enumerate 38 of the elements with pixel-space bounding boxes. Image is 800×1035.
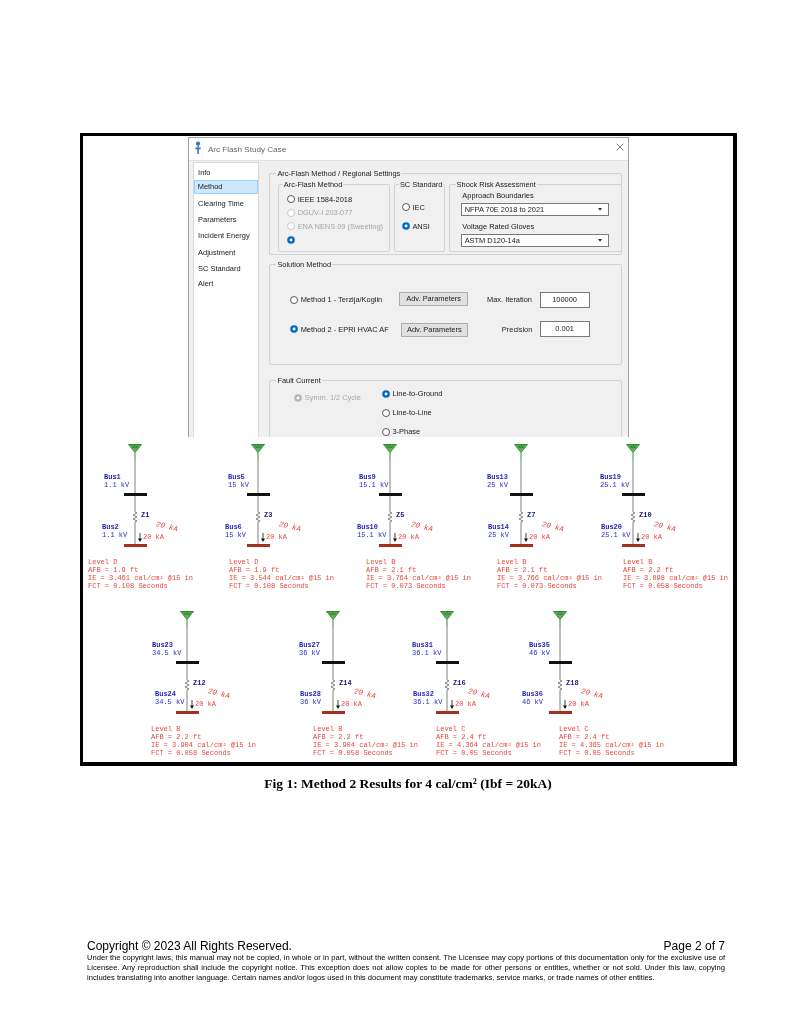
impedance-line: [132, 495, 138, 545]
feeder-line: [389, 459, 391, 494]
impedance-line: [330, 663, 336, 712]
window-title: Arc Flash Study Case: [207, 144, 287, 155]
impedance-line: [557, 663, 563, 712]
power-grid-icon: [128, 444, 142, 460]
feeder-line: [332, 626, 334, 662]
impedance-line: [387, 495, 393, 545]
dialog-window: [188, 137, 630, 437]
group-box: [393, 183, 446, 253]
feeder-line: [520, 459, 522, 494]
feeder-line: [186, 626, 188, 662]
impedance-line: [255, 495, 261, 545]
power-grid-icon: [553, 611, 567, 627]
group-box: [268, 263, 623, 365]
page-number: Page 2 of 7: [662, 939, 725, 953]
power-grid-icon: [251, 444, 265, 460]
group-box: [449, 183, 622, 253]
feeder-line: [559, 626, 561, 662]
power-grid-icon: [180, 611, 194, 627]
power-grid-icon: [514, 444, 528, 460]
feeder-line: [632, 459, 634, 494]
impedance-line: [518, 495, 524, 545]
impedance-line: [184, 663, 190, 712]
copyright-notice: Copyright © 2023 All Rights Reserved.: [87, 939, 292, 953]
power-grid-icon: [326, 611, 340, 627]
nav-list: [193, 162, 260, 437]
group-box: [268, 379, 623, 437]
figure-caption: Fig 1: Method 2 Results for 4 cal/cm² (Ibf = 20kA): [264, 776, 552, 792]
feeder-line: [446, 626, 448, 662]
feeder-line: [134, 459, 136, 494]
group-box: [277, 183, 390, 253]
feeder-line: [257, 459, 259, 494]
impedance-line: [444, 663, 450, 712]
power-grid-icon: [440, 611, 454, 627]
power-grid-icon: [626, 444, 640, 460]
power-grid-icon: [383, 444, 397, 460]
impedance-line: [630, 495, 636, 545]
